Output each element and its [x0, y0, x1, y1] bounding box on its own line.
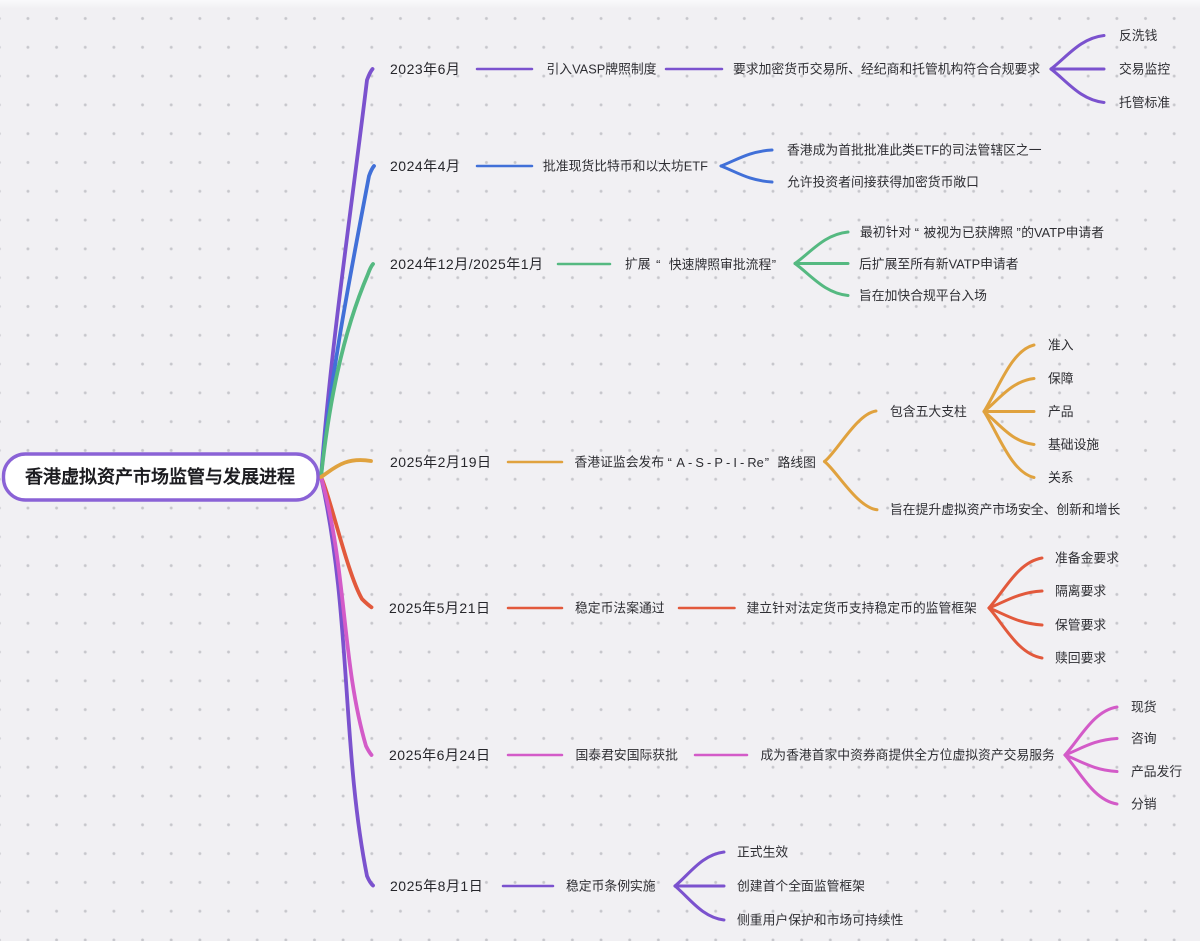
- svg-text:香港虚拟资产市场监管与发展进程: 香港虚拟资产市场监管与发展进程: [24, 466, 295, 487]
- svg-text:产品: 产品: [1048, 404, 1074, 419]
- svg-text:2025年6月24日: 2025年6月24日: [389, 747, 491, 763]
- svg-text:2024年12月/2025年1月: 2024年12月/2025年1月: [390, 256, 544, 272]
- svg-text:最初针对“被视为已获牌照”的VATP申请者: 最初针对“被视为已获牌照”的VATP申请者: [860, 225, 1104, 240]
- svg-text:旨在加快合规平台入场: 旨在加快合规平台入场: [859, 288, 987, 303]
- svg-text:反洗钱: 反洗钱: [1119, 28, 1158, 43]
- svg-text:现货: 现货: [1131, 700, 1157, 715]
- svg-text:托管标准: 托管标准: [1119, 95, 1170, 110]
- svg-text:稳定币法案通过: 稳定币法案通过: [575, 601, 665, 616]
- svg-text:批准现货比特币和以太坊ETF: 批准现货比特币和以太坊ETF: [543, 159, 708, 174]
- svg-text:引入VASP牌照制度: 引入VASP牌照制度: [547, 62, 657, 77]
- svg-text:基础设施: 基础设施: [1048, 437, 1099, 452]
- svg-text:2025年2月19日: 2025年2月19日: [390, 454, 492, 470]
- svg-text:要求加密货币交易所、经纪商和托管机构符合合规要求: 要求加密货币交易所、经纪商和托管机构符合合规要求: [733, 62, 1040, 77]
- svg-text:国泰君安国际获批: 国泰君安国际获批: [576, 748, 679, 763]
- svg-text:交易监控: 交易监控: [1119, 62, 1170, 77]
- svg-text:扩展“快速牌照审批流程”: 扩展“快速牌照审批流程”: [625, 257, 776, 272]
- svg-text:准入: 准入: [1048, 338, 1074, 353]
- svg-text:隔离要求: 隔离要求: [1055, 584, 1106, 599]
- svg-text:关系: 关系: [1048, 470, 1074, 485]
- svg-text:允许投资者间接获得加密货币敞口: 允许投资者间接获得加密货币敞口: [787, 175, 979, 190]
- svg-text:旨在提升虚拟资产市场安全、创新和增长: 旨在提升虚拟资产市场安全、创新和增长: [890, 502, 1121, 517]
- svg-text:赎回要求: 赎回要求: [1055, 651, 1106, 666]
- svg-text:稳定币条例实施: 稳定币条例实施: [566, 879, 656, 894]
- svg-text:产品发行: 产品发行: [1131, 764, 1182, 779]
- svg-text:保管要求: 保管要求: [1055, 618, 1106, 633]
- svg-text:后扩展至所有新VATP申请者: 后扩展至所有新VATP申请者: [859, 257, 1019, 272]
- svg-text:咨询: 咨询: [1131, 731, 1157, 746]
- svg-text:包含五大支柱: 包含五大支柱: [890, 404, 967, 419]
- svg-text:2024年4月: 2024年4月: [390, 158, 460, 174]
- svg-text:建立针对法定货币支持稳定币的监管框架: 建立针对法定货币支持稳定币的监管框架: [747, 601, 978, 616]
- svg-text:香港成为首批批准此类ETF的司法管辖区之一: 香港成为首批批准此类ETF的司法管辖区之一: [787, 143, 1042, 158]
- svg-text:成为香港首家中资券商提供全方位虚拟资产交易服务: 成为香港首家中资券商提供全方位虚拟资产交易服务: [761, 748, 1056, 763]
- svg-text:2023年6月: 2023年6月: [390, 61, 460, 77]
- svg-text:香港证监会发布“A-S-P-I-Re”路线图: 香港证监会发布“A-S-P-I-Re”路线图: [575, 455, 816, 470]
- svg-text:保障: 保障: [1048, 371, 1074, 386]
- svg-text:2025年5月21日: 2025年5月21日: [389, 600, 491, 616]
- svg-text:2025年8月1日: 2025年8月1日: [390, 878, 483, 894]
- svg-text:分销: 分销: [1131, 797, 1157, 812]
- svg-text:侧重用户保护和市场可持续性: 侧重用户保护和市场可持续性: [737, 913, 904, 928]
- svg-text:正式生效: 正式生效: [737, 845, 788, 860]
- svg-text:创建首个全面监管框架: 创建首个全面监管框架: [737, 879, 865, 894]
- svg-text:准备金要求: 准备金要求: [1055, 551, 1119, 566]
